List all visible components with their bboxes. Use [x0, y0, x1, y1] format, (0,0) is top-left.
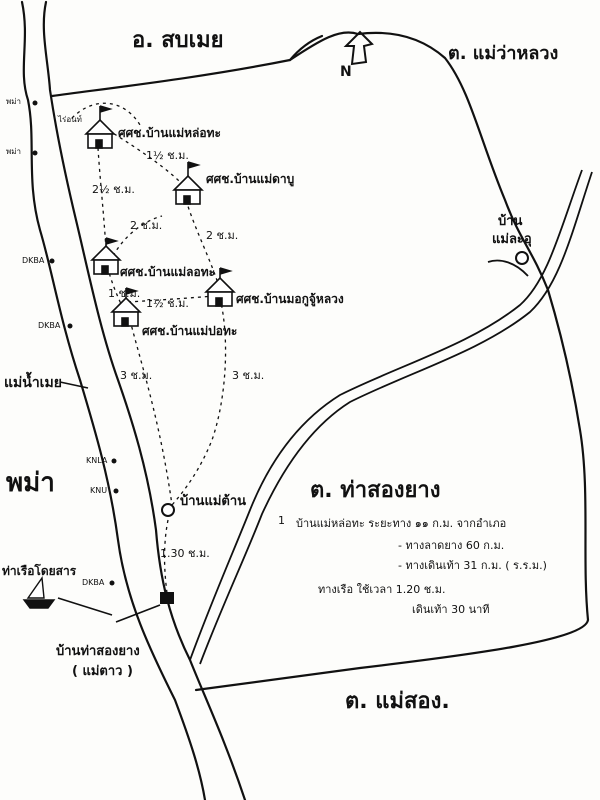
school-house-icon-5	[110, 287, 142, 327]
legend-number: 1	[278, 514, 285, 527]
north-arrow-label: N	[340, 64, 352, 80]
school-label-3: ศศช.บ้านแม่ลอทะ	[120, 265, 216, 279]
village-mae-salit-marker	[515, 251, 529, 265]
path-8	[171, 297, 227, 506]
border-post-label: KNU	[90, 486, 108, 495]
road-branch	[487, 259, 529, 277]
boat-pier-label: ท่าเรือโดยสาร	[2, 564, 77, 578]
village-mae-salit-label-1: บ้าน	[498, 214, 523, 229]
distance-label: 1½ ช.ม.	[146, 149, 189, 162]
tha-song-yang-village-label: บ้านท่าสองยาง	[56, 644, 140, 659]
legend-line-3: - ทางเดินเท้า 31 ก.ม. ( ร.ร.ม.)	[398, 559, 547, 572]
distance-label: 1.30 ช.ม.	[160, 547, 210, 560]
village-mae-salit-label-2: แม่ละอุ	[492, 232, 532, 247]
label-moei-river: แม่น้ำเมย	[4, 375, 62, 391]
border-post-label: พม่า	[6, 147, 22, 156]
path-3	[185, 199, 221, 291]
village-mae-tan-label: บ้านแม่ต้าน	[180, 494, 247, 509]
subdistrict-line-north	[288, 34, 324, 62]
school-label-5: ศศช.บ้านแม่ปอทะ	[142, 324, 238, 338]
distance-label: 2 ช.ม.	[206, 229, 239, 242]
school-house-icon-2	[172, 161, 204, 205]
village-mae-tan-marker	[161, 503, 175, 517]
path-10	[71, 102, 141, 126]
boat-arrow	[57, 597, 113, 616]
distance-label: 1½ ช.ม.	[146, 297, 189, 310]
path-7	[129, 319, 173, 506]
legend-line-1: บ้านแม่หล่อทะ ระยะทาง ๑๑ ก.ม. จากอำเภอ	[296, 517, 507, 530]
path-5	[127, 295, 215, 303]
label-burma: พม่า	[6, 468, 55, 498]
school-label-2: ศศช.บ้านแม่ดาบู	[206, 172, 295, 186]
boat-icon	[22, 576, 56, 609]
tha-song-yang-village-sublabel: ( แม่ตาว )	[72, 664, 133, 679]
district-boundary	[50, 31, 590, 692]
label-sop-moei-district: อ. สบเมย	[132, 28, 224, 53]
river-west-bank	[20, 0, 207, 800]
highway-line-2	[199, 171, 593, 665]
tha-song-yang-arrow	[115, 604, 161, 623]
border-post-label: KNLA	[86, 456, 108, 465]
north-arrow-icon	[343, 30, 374, 66]
path-6	[109, 215, 163, 263]
highway-line-1	[189, 169, 583, 661]
distance-label: 3 ช.ม.	[232, 369, 265, 382]
distance-label: 2½ ช.ม.	[92, 183, 135, 196]
distance-label: 3 ช.ม.	[120, 369, 153, 382]
label-mae-wa-luang: ต. แม่ว่าหลวง	[448, 43, 559, 64]
label-mae-song: ต. แม่สอง.	[345, 689, 450, 714]
legend-line-5: เดินเท้า 30 นาที	[412, 603, 490, 616]
border-post-label: DKBA	[82, 578, 105, 587]
school-label-1: ศศช.บ้านแม่หล่อทะ	[118, 126, 221, 140]
school-label-4: ศศช.บ้านมอกูจู้หลวง	[236, 292, 344, 306]
border-post-label: DKBA	[38, 321, 61, 330]
school-house-icon-3	[90, 237, 122, 275]
distance-label: 2 ช.ม.	[130, 219, 163, 232]
distance-label: 1 ช.ม.	[108, 287, 141, 300]
path-9	[163, 519, 169, 601]
border-post-label: DKBA	[22, 256, 45, 265]
path-2	[97, 147, 107, 251]
tha-song-yang-square	[160, 592, 174, 604]
legend-line-4: ทางเรือ ใช้เวลา 1.20 ช.ม.	[318, 583, 446, 596]
border-post-label: พม่า	[6, 97, 22, 106]
school-small-label: ไร่อนท์	[58, 115, 82, 124]
school-house-icon-1	[84, 105, 116, 149]
river-label-arrow	[59, 381, 89, 389]
legend-line-2: - ทางลาดยาง 60 ก.ม.	[398, 539, 505, 552]
label-tha-song-yang: ต. ท่าสองยาง	[310, 478, 441, 503]
school-house-icon-4	[204, 267, 236, 307]
river-east-bank	[42, 0, 247, 800]
